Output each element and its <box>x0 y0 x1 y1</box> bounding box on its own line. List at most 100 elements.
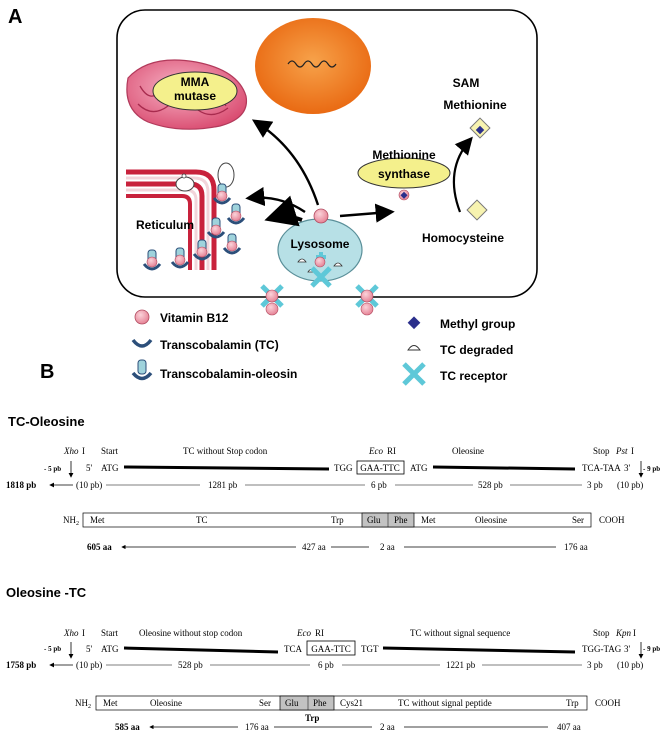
kpn-site: Kpn <box>615 628 632 638</box>
dna-squiggle <box>287 60 337 68</box>
legend-tc-degraded: TC degraded <box>440 343 513 357</box>
offset-left: - 5 pb <box>44 465 61 473</box>
pst-site: Pst <box>615 446 628 456</box>
b12-in-lysosome <box>314 256 326 268</box>
tca-codon: TCA <box>284 644 303 654</box>
vitamin-b12-legend-icon <box>134 309 150 325</box>
reticulum-label: Reticulum <box>136 218 194 232</box>
trp-below: Trp <box>305 713 319 723</box>
eco-site: Eco <box>368 446 383 456</box>
ecori-sequence: GAA-TTC <box>360 463 400 473</box>
vesicle <box>175 176 195 192</box>
ecori-box <box>306 640 356 656</box>
tc-oleosin-legend-icon <box>131 359 153 381</box>
three-prime: 3' <box>624 463 631 473</box>
start-label: Start <box>101 628 118 638</box>
protein-cell: Met <box>421 515 436 525</box>
length-item: 6 pb <box>318 660 334 670</box>
methionine-top-label: Methionine <box>443 98 507 112</box>
tc-receptor-membrane <box>355 284 379 316</box>
total-length: 1758 pb <box>6 660 36 670</box>
offset-right: - 9 pb <box>643 645 660 653</box>
lysosome-label: Lysosome <box>291 237 350 251</box>
protein-cell: Met <box>103 698 118 708</box>
protein-cell: Phe <box>394 515 408 525</box>
protein-cell: Glu <box>367 515 381 525</box>
construct-1-top-labels: Xho I Start TC without Stop codon Eco RI… <box>63 446 634 456</box>
length-item: 6 pb <box>371 480 387 490</box>
tgg-codon: TGG <box>334 463 353 473</box>
tc-receptor-membrane <box>260 284 284 316</box>
methyl-group-legend-icon <box>407 316 421 330</box>
protein-cell: Ser <box>259 698 271 708</box>
five-prime: 5' <box>86 463 93 473</box>
atg-codon: ATG <box>101 463 119 473</box>
legend-methyl-group: Methyl group <box>440 317 515 331</box>
receptor-lysosome-entry <box>310 266 332 288</box>
length-item: (10 pb) <box>76 660 102 670</box>
total-length: 1818 pb <box>6 480 36 490</box>
ecori-sequence: GAA-TTC <box>311 644 351 654</box>
stop-codon: TGG-TAG <box>582 644 622 654</box>
construct-title: Oleosine -TC <box>6 585 87 600</box>
nh2-label: NH2 <box>63 515 79 527</box>
length-item: 3 pb <box>587 660 603 670</box>
start-label: Start <box>101 446 118 456</box>
tc-receptor-legend-icon <box>402 362 426 386</box>
segment1-label: TC without Stop codon <box>183 446 268 456</box>
atg2-codon: ATG <box>410 463 428 473</box>
xho-site: Xho <box>63 446 79 456</box>
homocysteine-label: Homocysteine <box>422 231 504 245</box>
protein-total: 585 aa <box>115 722 140 732</box>
tc-degraded-fragment <box>333 262 343 267</box>
protein-box <box>95 695 588 711</box>
protein-box <box>82 512 592 528</box>
homocysteine-diamond <box>466 199 488 221</box>
tc-degraded-fragment <box>297 258 307 263</box>
kpn-site-suffix: I <box>633 628 636 638</box>
five-prime: 5' <box>86 644 93 654</box>
transcobalamin-legend-icon <box>131 338 153 348</box>
tc-degraded-legend-icon <box>407 345 421 351</box>
tc-segment-bar <box>382 646 576 654</box>
aa-length: 2 aa <box>380 542 395 552</box>
arrow-to-mitochondrion <box>251 119 320 206</box>
methionine-synthase-label-1: Methionine <box>372 148 436 162</box>
protein-cell: Met <box>90 515 105 525</box>
cooh-label: COOH <box>595 698 621 708</box>
aa-length: 427 aa <box>302 542 326 552</box>
cooh-label: COOH <box>599 515 625 525</box>
eco-site-suffix: RI <box>315 628 324 638</box>
protein-cell: Glu <box>285 698 299 708</box>
protein-cell: Ser <box>572 515 584 525</box>
construct-2-protein: NH2 Met Oleosine Ser Glu Phe Cys21 TC wi… <box>75 695 621 723</box>
methionine-synthase-ellipse <box>357 157 451 189</box>
eco-site-suffix: RI <box>387 446 396 456</box>
homocysteine-to-methionine-arrow <box>452 136 473 213</box>
xho-site-suffix: I <box>82 628 85 638</box>
aa-length: 176 aa <box>245 722 269 732</box>
panel-a-label: A <box>8 6 22 28</box>
length-item: 528 pb <box>478 480 503 490</box>
three-prime: 3' <box>624 644 631 654</box>
stop-label: Stop <box>593 628 610 638</box>
tgt-codon: TGT <box>361 644 379 654</box>
vesicle-small <box>181 173 187 179</box>
ecori-box <box>356 460 405 475</box>
length-item: 528 pb <box>178 660 203 670</box>
mma-label: MMA <box>181 75 210 89</box>
mutase-label: mutase <box>174 89 216 103</box>
tc-segment-bar <box>123 465 330 471</box>
eco-site: Eco <box>296 628 311 638</box>
xho-site: Xho <box>63 628 79 638</box>
segment2-label: TC without signal sequence <box>410 628 510 638</box>
offset-left: - 5 pb <box>44 645 61 653</box>
segment1-label: Oleosine without stop codon <box>139 628 243 638</box>
legend-transcobalamin: Transcobalamin (TC) <box>160 338 279 352</box>
oleosine-segment-bar <box>123 646 279 654</box>
pst-site-suffix: I <box>631 446 634 456</box>
protein-cell: Oleosine <box>475 515 507 525</box>
methyl-on-methionine <box>475 125 485 135</box>
methyl-on-b12 <box>400 191 408 199</box>
offset-right: - 9 pb <box>643 465 660 473</box>
